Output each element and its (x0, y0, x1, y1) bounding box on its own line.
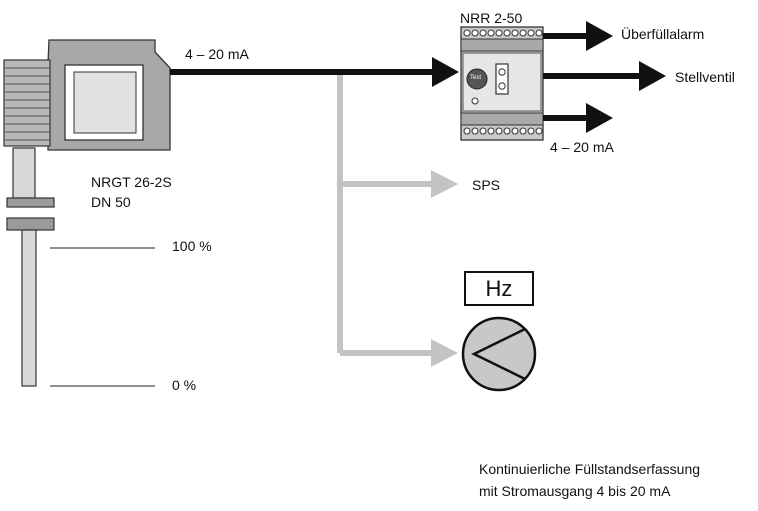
probe-rod (21, 229, 37, 387)
level-probe (6, 147, 55, 387)
top-terminals (463, 29, 543, 37)
controller-module (460, 26, 544, 141)
probe-flange-bottom (6, 217, 55, 231)
sensor-cooling-fins (3, 59, 51, 147)
status-led (471, 97, 479, 105)
main-signal-label: 4 – 20 mA (185, 46, 249, 62)
sensor-head (3, 39, 171, 151)
potentiometer-bottom (498, 82, 506, 90)
grey-signal-lines (337, 74, 434, 356)
hz-arrow-head (431, 339, 458, 367)
sensor-size: DN 50 (91, 194, 131, 210)
hz-box (464, 271, 534, 306)
alarm-output-label: Überfüllalarm (621, 26, 705, 42)
current-output-arrow-head (586, 103, 613, 133)
controller-top-strip (460, 38, 544, 52)
sensor-name: NRGT 26-2S (91, 174, 172, 190)
valve-arrow-head (639, 61, 666, 91)
probe-neck (12, 147, 36, 199)
level-max-label: 100 % (172, 238, 212, 254)
pump-icon (461, 316, 537, 392)
pump-circle (461, 316, 537, 392)
controller-bottom-strip (460, 112, 544, 126)
hz-label: Hz (485, 276, 513, 301)
caption-line-1: Kontinuierliche Füllstandserfassung (479, 461, 701, 477)
controller-output-label: 4 – 20 mA (550, 139, 614, 155)
bottom-terminals (463, 127, 543, 135)
probe-flange-top (6, 197, 55, 208)
potentiometer-top (498, 68, 506, 76)
plc-label: SPS (472, 177, 501, 193)
alarm-arrow-head (586, 21, 613, 51)
test-button[interactable] (466, 68, 488, 90)
main-signal-arrow-head (432, 57, 459, 87)
pump-chevron (471, 327, 526, 381)
level-min-label: 0 % (172, 377, 197, 393)
caption-line-2: mit Stromausgang 4 bis 20 mA (479, 483, 671, 499)
sensor-display (73, 71, 137, 134)
valve-output-label: Stellventil (675, 69, 735, 85)
controller-name: NRR 2-50 (460, 10, 523, 26)
fin-lines (4, 67, 50, 141)
sps-arrow-head (431, 170, 458, 198)
test-button-label: Test (470, 75, 482, 81)
